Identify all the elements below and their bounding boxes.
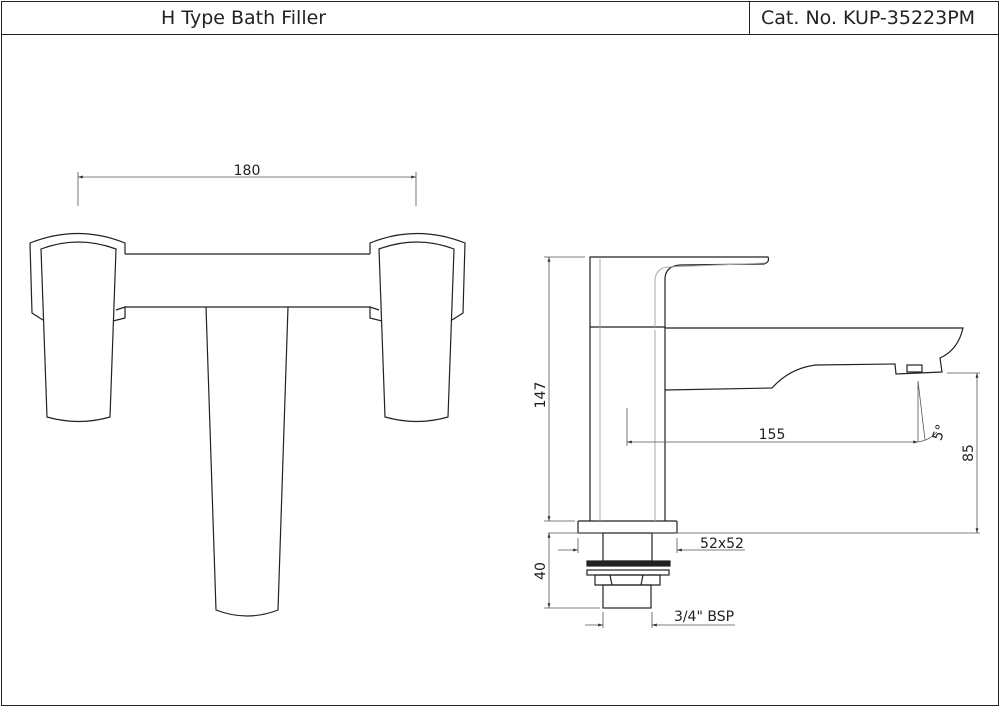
left-handle-lever [40, 241, 117, 423]
dim-thread: 3/4" BSP [674, 609, 734, 625]
base-plate [577, 520, 678, 534]
catalog-number: Cat. No. KUP-35223PM [761, 7, 976, 29]
nut [594, 574, 661, 586]
title-divider [749, 1, 750, 34]
dim-height: 147 [533, 382, 549, 409]
top-view [29, 232, 466, 617]
stem [602, 532, 653, 562]
lever [589, 256, 770, 327]
dim-angle: 5° [930, 422, 950, 442]
right-handle-body [369, 232, 466, 321]
drawing-title: H Type Bath Filler [161, 7, 327, 29]
thread [602, 584, 652, 609]
dim-spout-height: 85 [961, 444, 977, 462]
dim-base-plate: 52x52 [700, 536, 744, 552]
dim-shank: 40 [533, 562, 549, 580]
dim-reach: 155 [759, 427, 786, 443]
washer [586, 560, 671, 567]
spout-top [205, 306, 289, 617]
body [589, 326, 666, 521]
right-handle-lever [378, 241, 455, 423]
left-handle-body [29, 232, 126, 321]
title-block: H Type Bath Filler Cat. No. KUP-35223PM [1, 1, 999, 35]
spout [664, 327, 964, 391]
dim-handle-spacing: 180 [234, 163, 261, 179]
cross-bar [125, 253, 370, 308]
